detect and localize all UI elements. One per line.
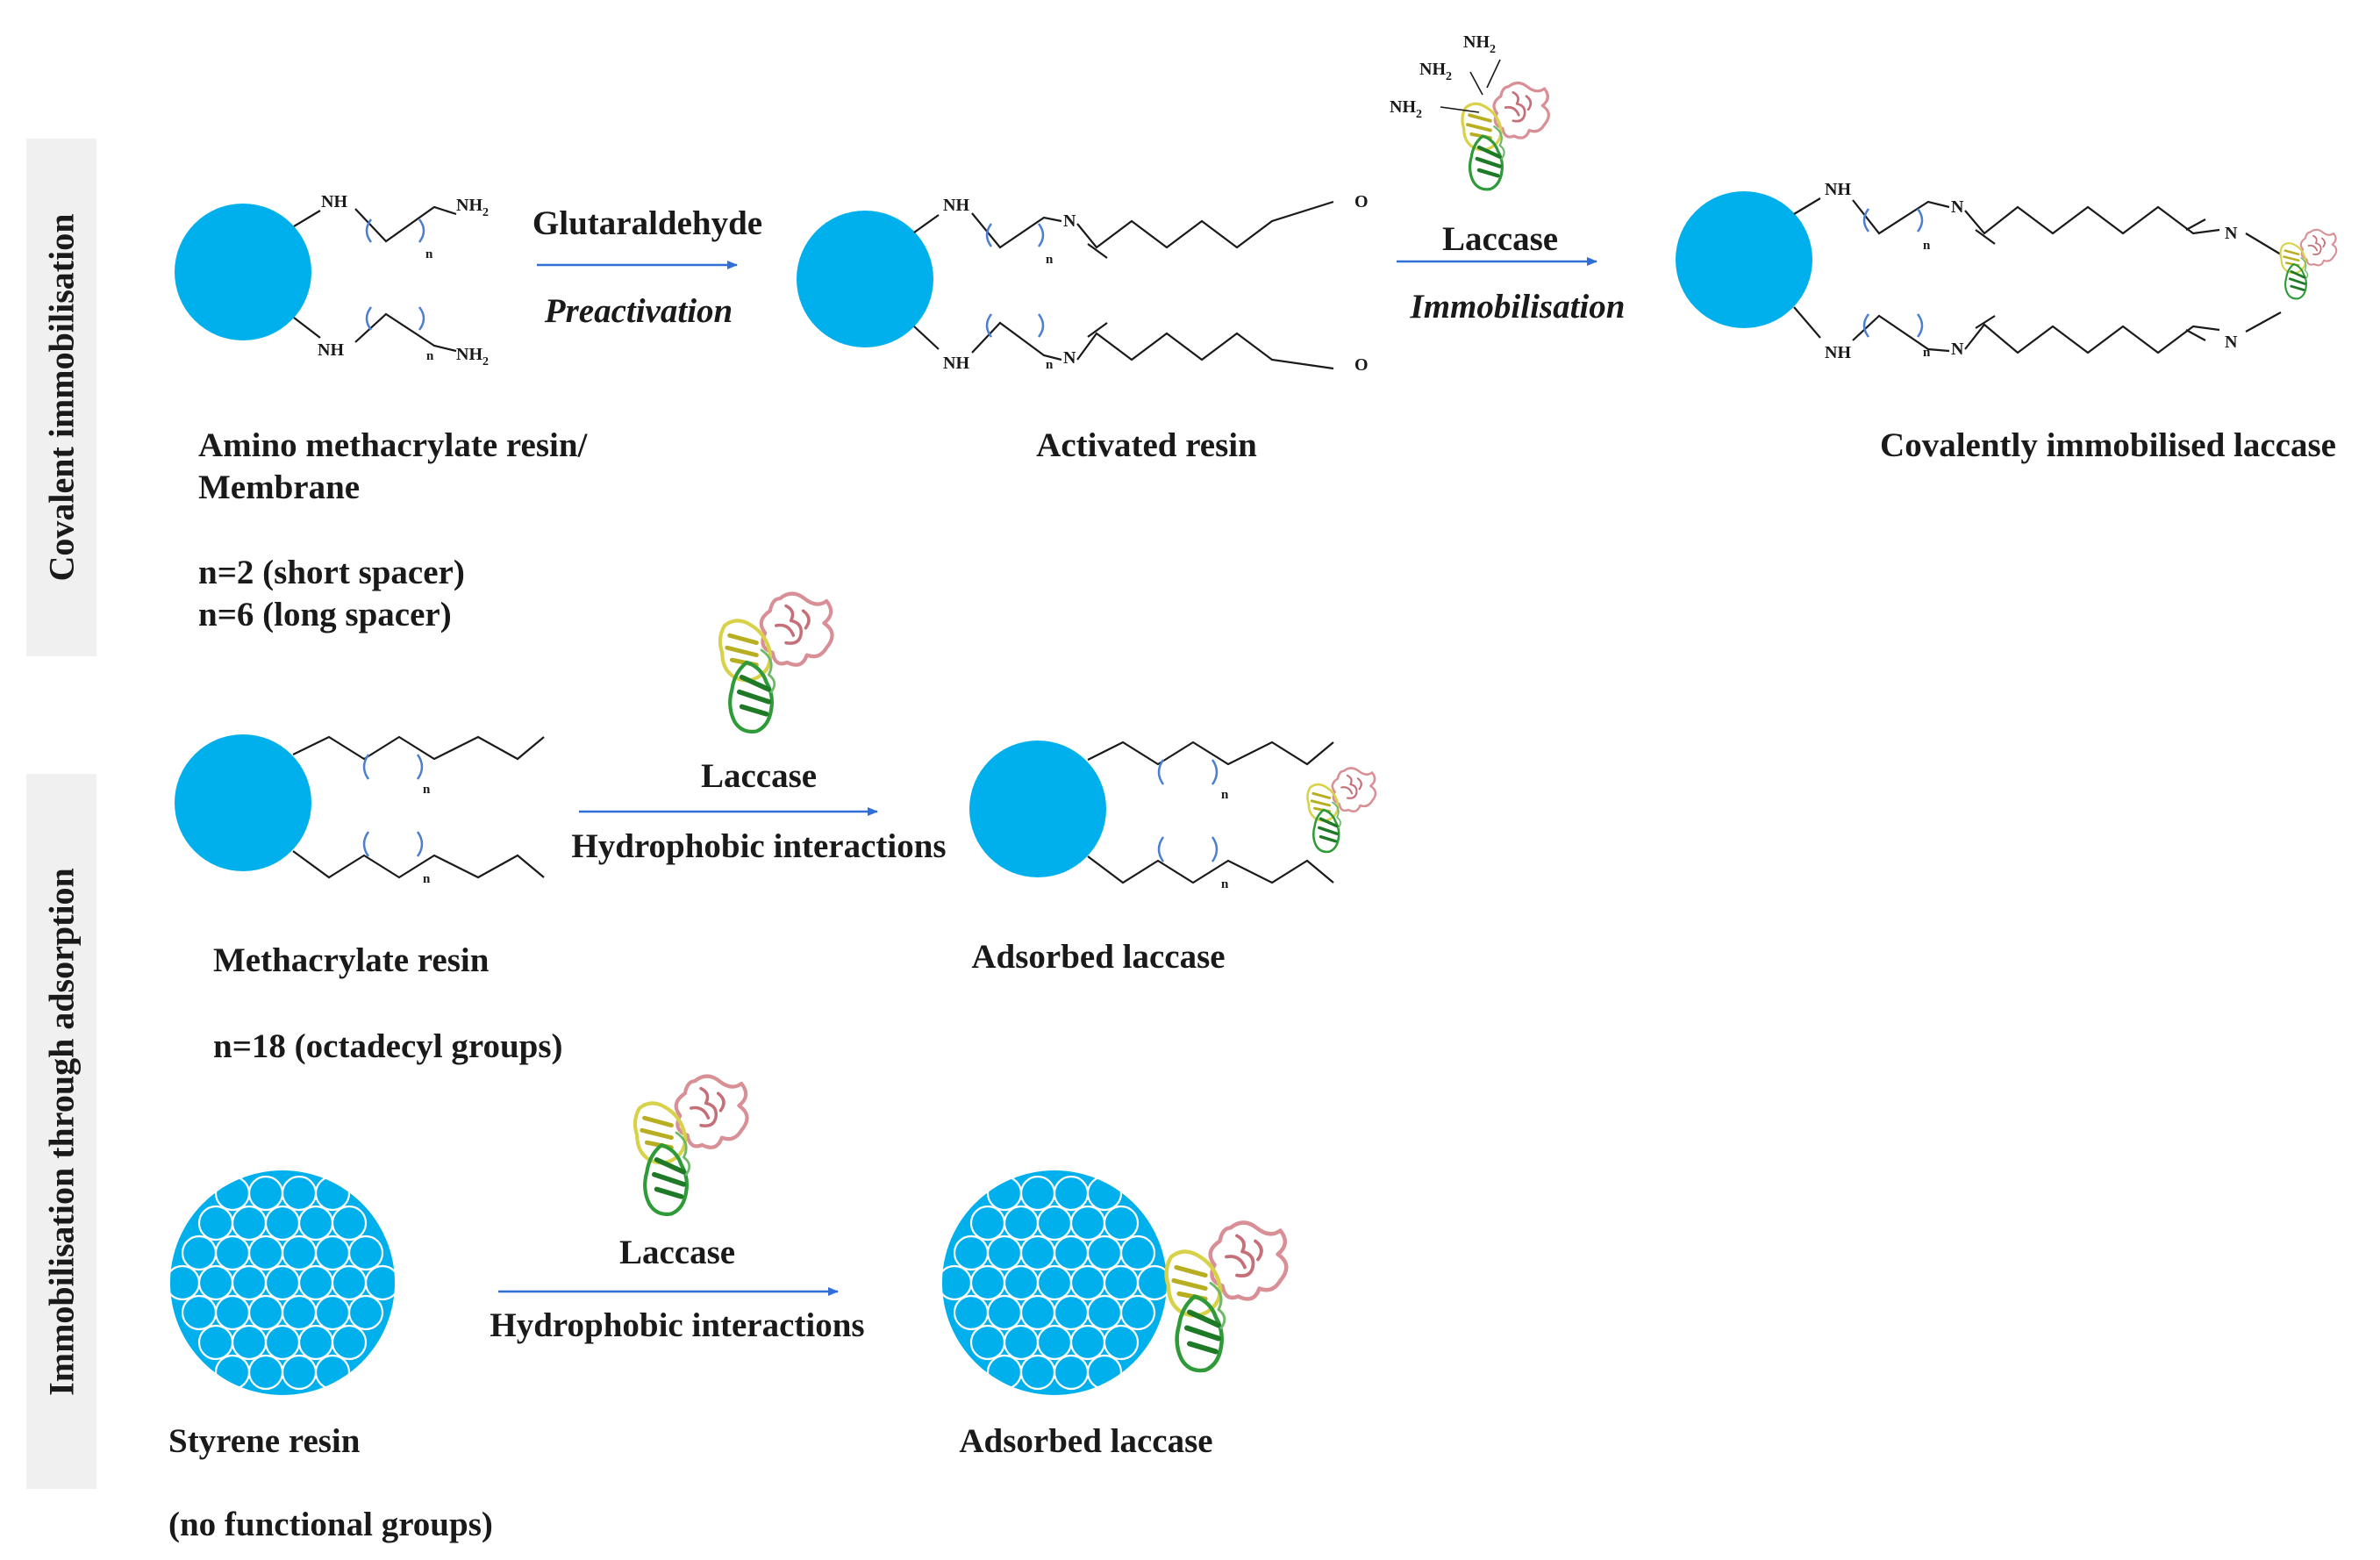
laccase-protein-icon xyxy=(720,594,833,732)
covalent-product-bead xyxy=(1676,191,1812,328)
immobilisation-label: Immobilisation xyxy=(1410,288,1626,326)
nh-label: NH xyxy=(1825,180,1851,199)
pore-circle xyxy=(1086,1175,1123,1212)
glutaraldehyde-label: Glutaraldehyde xyxy=(532,204,763,242)
adsorbed-laccase-label: Adsorbed laccase xyxy=(959,1422,1213,1460)
hydrophobic-interactions-label: Hydrophobic interactions xyxy=(490,1306,865,1344)
amino-resin-bead xyxy=(175,204,311,340)
methacrylate-resin-bead xyxy=(175,734,311,871)
laccase-reagent-label: Laccase xyxy=(700,757,818,795)
styrene-porous-pattern xyxy=(936,1175,1173,1391)
styrene-resin-label: Styrene resin xyxy=(168,1422,361,1460)
repeat-n-label: n xyxy=(1221,877,1229,891)
activated-resin-bead xyxy=(797,211,933,347)
short-spacer-note: n=2 (short spacer) xyxy=(198,554,465,591)
adsorbed-styrene-bead xyxy=(936,1170,1173,1395)
pore-circle xyxy=(1119,1234,1156,1271)
repeat-n-label: n xyxy=(1046,253,1054,267)
nh-label: NH xyxy=(1825,343,1851,362)
hydrophobic-interactions-label: Hydrophobic interactions xyxy=(571,827,947,865)
pore-circle xyxy=(331,1324,368,1361)
pore-circle xyxy=(331,1205,368,1242)
long-spacer-note: n=6 (long spacer) xyxy=(198,596,452,633)
pore-circle xyxy=(347,1294,384,1331)
nh-label: NH xyxy=(321,192,347,211)
amino-resin-label-line2: Membrane xyxy=(198,469,361,506)
pore-circle xyxy=(1119,1294,1156,1331)
nh2-label: NH2 xyxy=(1419,60,1452,83)
pore-circle xyxy=(1103,1324,1140,1361)
laccase-protein-icon xyxy=(1305,766,1377,854)
adsorbed-methacrylate-bead xyxy=(969,741,1106,877)
repeat-n-label: n xyxy=(1923,346,1931,360)
n-atom-label: N xyxy=(2225,224,2238,243)
o-atom-label: O xyxy=(1354,192,1369,211)
sidebar-covalent: Covalent immobilisation xyxy=(26,139,96,656)
activated-resin-label: Activated resin xyxy=(1036,426,1257,464)
laccase-reagent-label: Laccase xyxy=(618,1234,736,1271)
repeat-n-label: n xyxy=(423,872,431,886)
sidebar-adsorption: Immobilisation through adsorption xyxy=(26,774,96,1489)
n-atom-label: N xyxy=(1063,211,1076,231)
no-functional-groups-note: (no functional groups) xyxy=(168,1506,493,1543)
pore-circle xyxy=(1086,1354,1123,1391)
repeat-n-label: n xyxy=(1046,358,1054,372)
nh-label: NH xyxy=(318,340,344,360)
pore-circle xyxy=(1136,1264,1173,1301)
nh-label: NH xyxy=(943,354,969,373)
pore-circle xyxy=(347,1234,384,1271)
nh2-label: NH2 xyxy=(456,345,489,369)
laccase-protein-icon xyxy=(1167,1223,1287,1371)
repeat-n-label: n xyxy=(425,247,433,261)
pore-circle xyxy=(314,1175,351,1212)
n-atom-label: N xyxy=(1951,340,1964,359)
amino-resin-label-line1: Amino methacrylate resin/ xyxy=(198,426,588,464)
repeat-n-label: n xyxy=(1923,239,1931,253)
laccase-protein-icon xyxy=(2278,228,2338,300)
nh2-label: NH2 xyxy=(1463,32,1496,56)
n-atom-label: N xyxy=(1951,197,1964,217)
octadecyl-note: n=18 (octadecyl groups) xyxy=(213,1027,563,1065)
preactivation-label: Preactivation xyxy=(544,292,733,330)
methacrylate-resin-label: Methacrylate resin xyxy=(213,941,490,979)
adsorbed-laccase-label: Adsorbed laccase xyxy=(971,938,1226,976)
pore-circle xyxy=(1103,1205,1140,1242)
repeat-n-label: n xyxy=(1221,788,1229,802)
nh-label: NH xyxy=(943,196,969,215)
repeat-n-label: n xyxy=(426,349,434,363)
pore-circle xyxy=(314,1354,351,1391)
covalent-product-label: Covalently immobilised laccase xyxy=(1880,426,2336,464)
o-atom-label: O xyxy=(1354,355,1369,375)
n-atom-label: N xyxy=(2225,333,2238,352)
pore-circle xyxy=(364,1264,401,1301)
n-atom-label: N xyxy=(1063,348,1076,368)
styrene-resin-bead xyxy=(164,1170,401,1395)
nh2-label: NH2 xyxy=(1390,97,1422,121)
laccase-reagent-label: Laccase xyxy=(1441,220,1559,258)
laccase-protein-icon xyxy=(1462,83,1548,190)
styrene-porous-pattern xyxy=(164,1175,401,1391)
repeat-n-label: n xyxy=(423,783,431,797)
laccase-protein-icon xyxy=(635,1077,747,1214)
nh2-label: NH2 xyxy=(456,196,489,219)
